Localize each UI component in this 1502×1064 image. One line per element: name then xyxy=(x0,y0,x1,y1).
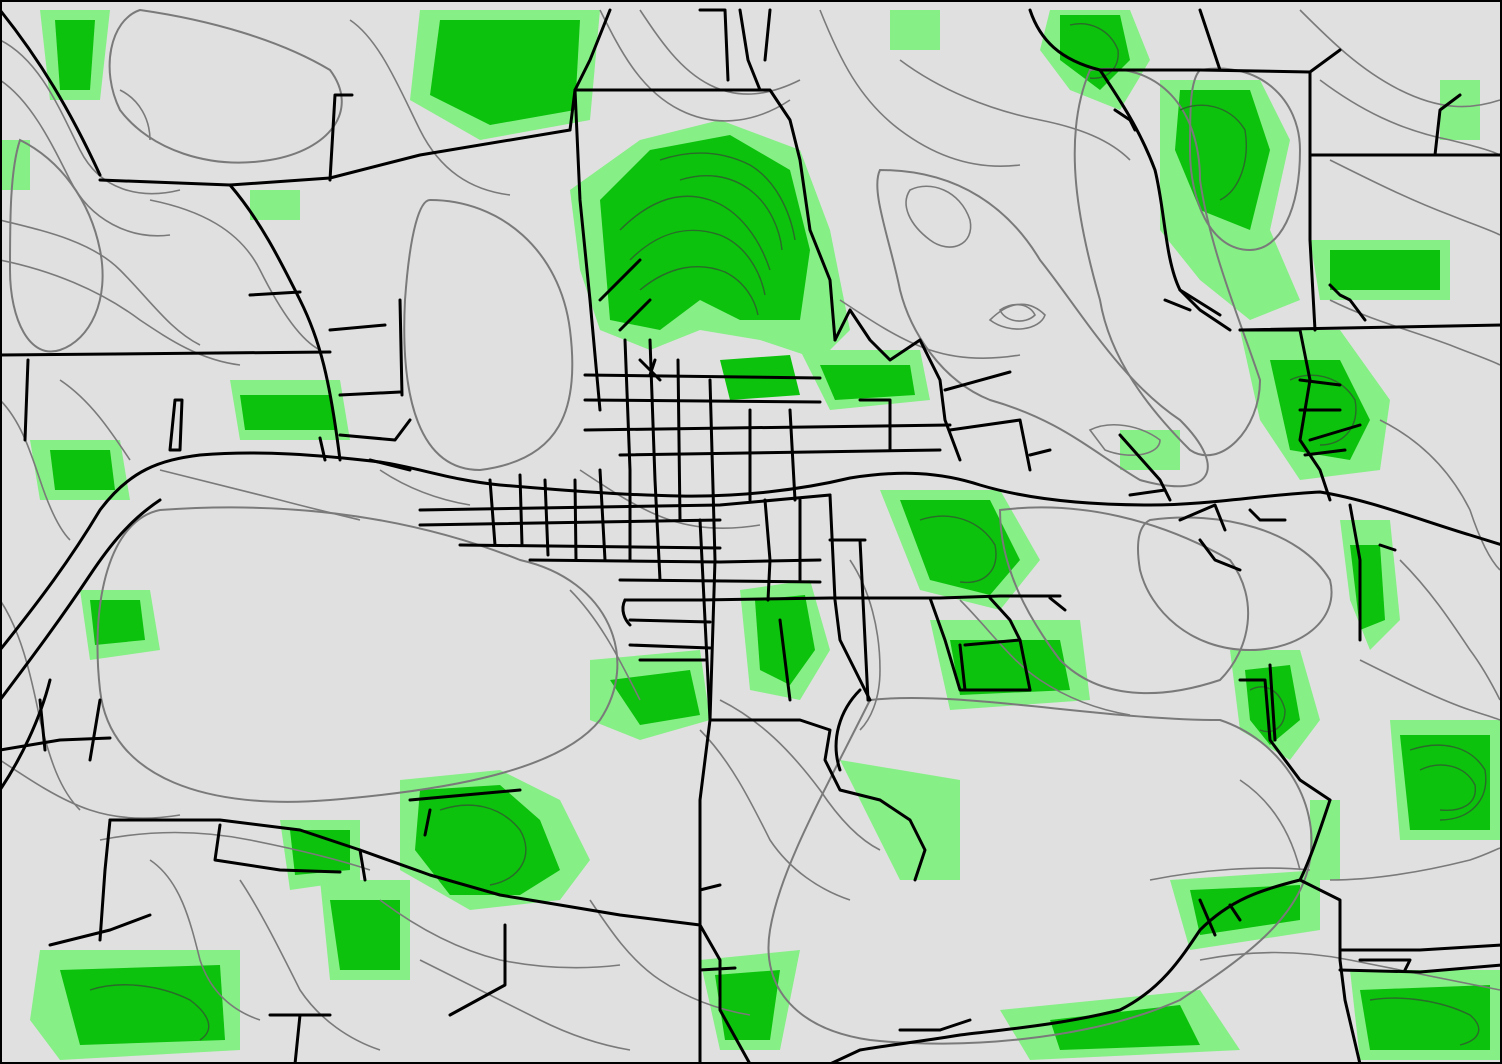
road-network xyxy=(0,8,1502,1064)
shoreline-contours xyxy=(8,8,1333,1045)
terrain-contours xyxy=(0,9,1501,1051)
